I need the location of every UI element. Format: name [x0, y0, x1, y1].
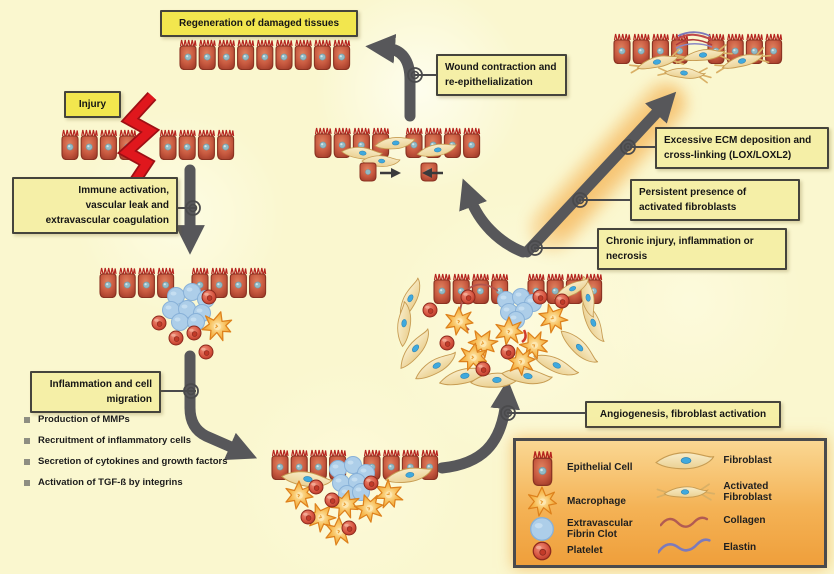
bullet-square-icon: [24, 480, 30, 486]
label-immune-activation: Immune activation, vascular leak and ext…: [12, 177, 178, 234]
fibroblast-icon: [655, 452, 715, 470]
collagen-fiber: [467, 283, 499, 292]
legend-label: Collagen: [723, 515, 766, 527]
wound-contraction-illustration: [315, 128, 480, 182]
legend-panel: Epithelial Cell Macrophage Extravascular…: [513, 438, 827, 568]
elastin-fiber: [677, 31, 711, 37]
chronic-injury-illustration: [393, 274, 608, 389]
legend-item: Macrophage: [524, 486, 658, 517]
label-regeneration: Regeneration of damaged tissues: [160, 10, 358, 37]
label-angiogenesis: Angiogenesis, fibroblast activation: [585, 401, 781, 428]
fibrin-clot-icon: [530, 517, 554, 541]
legend-item: Fibroblast: [655, 449, 816, 472]
legend-item: Platelet: [524, 541, 658, 561]
arrow-angiogenesis: [436, 379, 521, 474]
arrow-contraction-to-regeneration: [365, 33, 416, 122]
activated-fibroblast-icon: [656, 483, 716, 501]
fibrotic-tissue-illustration: [614, 31, 782, 84]
label-persistent-fibroblasts: Persistent presence of activated fibrobl…: [630, 179, 800, 221]
collagen-fiber: [675, 33, 713, 41]
bullet-list: Production of MMPs Recruitment of inflam…: [24, 414, 274, 498]
granulation-tissue-illustration: [272, 450, 438, 546]
bullet-text: Activation of TGF-ß by integrins: [38, 477, 183, 488]
legend-label: Extravascular Fibrin Clot: [567, 517, 633, 541]
legend-label: Epithelial Cell: [567, 461, 633, 473]
bullet-square-icon: [24, 459, 30, 465]
legend-label: Elastin: [723, 541, 757, 553]
elastin-icon: [658, 538, 711, 554]
regenerated-epithelium-illustration: [180, 39, 351, 71]
legend-item: Extravascular Fibrin Clot: [524, 517, 658, 541]
clot-formation-illustration: [100, 268, 266, 360]
lightning-bolt-icon: [119, 93, 158, 190]
injured-epithelium-illustration: [62, 91, 234, 191]
legend-item: Epithelial Cell: [524, 449, 658, 486]
arrow-inflammation-to-granulation: [184, 350, 258, 461]
legend-item: Collagen: [658, 513, 816, 530]
legend-right-column: Fibroblast Activated Fibroblast Collagen…: [655, 447, 816, 559]
label-inflammation-migration: Inflammation and cell migration: [30, 371, 161, 413]
arrow-to-fibrosis: [521, 91, 677, 258]
elastin-fiber: [675, 43, 713, 49]
arrow-resolution-to-contraction: [459, 178, 529, 258]
bullet-text: Production of MMPs: [38, 414, 130, 425]
macrophage-icon: [527, 486, 558, 517]
label-injury: Injury: [64, 91, 121, 118]
bullet-item: Production of MMPs: [24, 414, 274, 435]
label-chronic-injury: Chronic injury, inflammation or necrosis: [597, 228, 787, 270]
legend-label: Activated Fibroblast: [723, 480, 772, 504]
epithelial-cell-icon: [532, 450, 552, 486]
collagen-fiber: [521, 329, 527, 344]
collagen-fiber: [675, 38, 713, 46]
label-wound-contraction: Wound contraction and re-epithelializati…: [436, 54, 567, 96]
bullet-item: Recruitment of inflammatory cells: [24, 435, 274, 456]
bullet-item: Activation of TGF-ß by integrins: [24, 477, 274, 498]
collagen-icon: [660, 516, 709, 528]
legend-item: Elastin: [658, 538, 816, 557]
legend-item: Activated Fibroblast: [656, 480, 816, 504]
bullet-square-icon: [24, 417, 30, 423]
legend-left-column: Epithelial Cell Macrophage Extravascular…: [524, 447, 658, 561]
platelet-icon: [532, 541, 552, 561]
bullet-text: Recruitment of inflammatory cells: [38, 435, 192, 446]
bullet-square-icon: [24, 438, 30, 444]
legend-label: Fibroblast: [723, 454, 772, 466]
label-ecm-deposition: Excessive ECM deposition and cross-linki…: [655, 127, 829, 169]
bullet-text: Secretion of cytokines and growth factor…: [38, 456, 228, 467]
bullet-item: Secretion of cytokines and growth factor…: [24, 456, 274, 477]
legend-label: Macrophage: [567, 495, 626, 507]
legend-label: Platelet: [567, 545, 603, 557]
